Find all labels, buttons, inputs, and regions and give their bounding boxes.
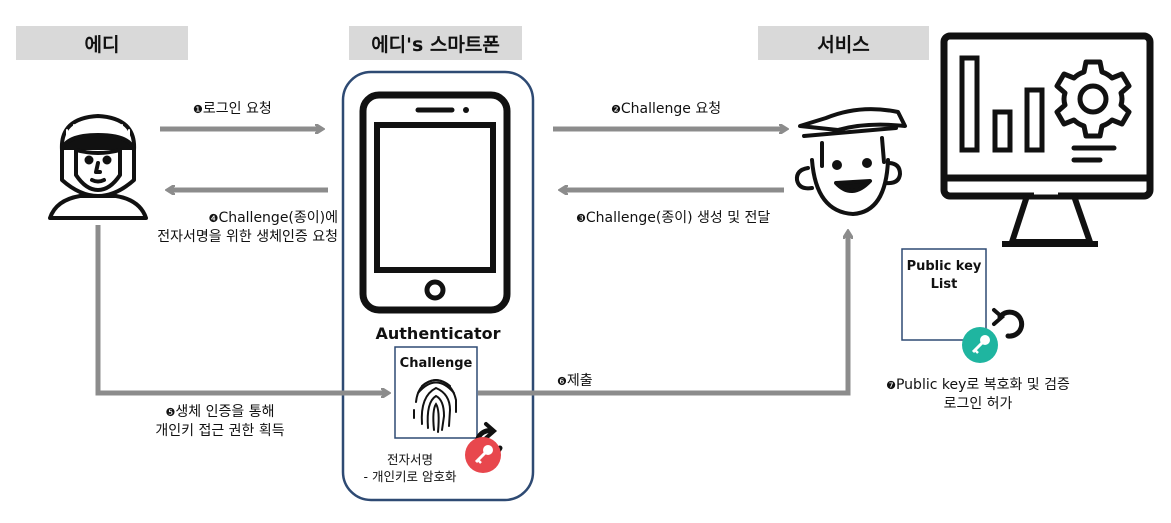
header-user: 에디: [16, 26, 188, 60]
challenge-box: [394, 346, 478, 439]
step5-label: ❺생체 인증을 통해 개인키 접근 권한 획득: [155, 404, 285, 439]
header-service: 서비스: [758, 26, 929, 60]
step3-label: ❸Challenge(종이) 생성 및 전달: [576, 210, 771, 226]
step1-label: ❶로그인 요청: [193, 101, 272, 117]
arrow-step5: [95, 225, 388, 393]
user-icon: [48, 114, 148, 220]
rotate-arrow-icon-service: [992, 308, 1025, 339]
public-key-list-label: Public key List: [906, 259, 982, 292]
smartphone-icon: [359, 91, 511, 314]
gear-icon: [1054, 59, 1132, 139]
public-key-icon: [962, 327, 998, 363]
challenge-label: Challenge: [399, 356, 473, 371]
signature-label: 전자서명 - 개인키로 암호화: [363, 452, 457, 484]
private-key-icon: [465, 437, 501, 473]
step6-label: ❻제출: [557, 373, 593, 389]
public-key-list-box: [901, 248, 987, 341]
server-user-icon: [794, 107, 907, 216]
step2-label: ❷Challenge 요청: [611, 101, 722, 117]
step7-label: ❼Public key로 복호화 및 검증 로그인 허가: [886, 377, 1070, 412]
smartphone-frame: [341, 70, 535, 502]
monitor-dashboard-icon: [940, 32, 1154, 247]
arrow-step6: [478, 232, 848, 396]
step4-label: ❹Challenge(종이)에 전자서명을 위한 생체인증 요청: [157, 210, 338, 245]
fingerprint-icon: [413, 378, 457, 433]
authenticator-label: Authenticator: [375, 324, 501, 343]
header-phone: 에디's 스마트폰: [349, 26, 522, 60]
